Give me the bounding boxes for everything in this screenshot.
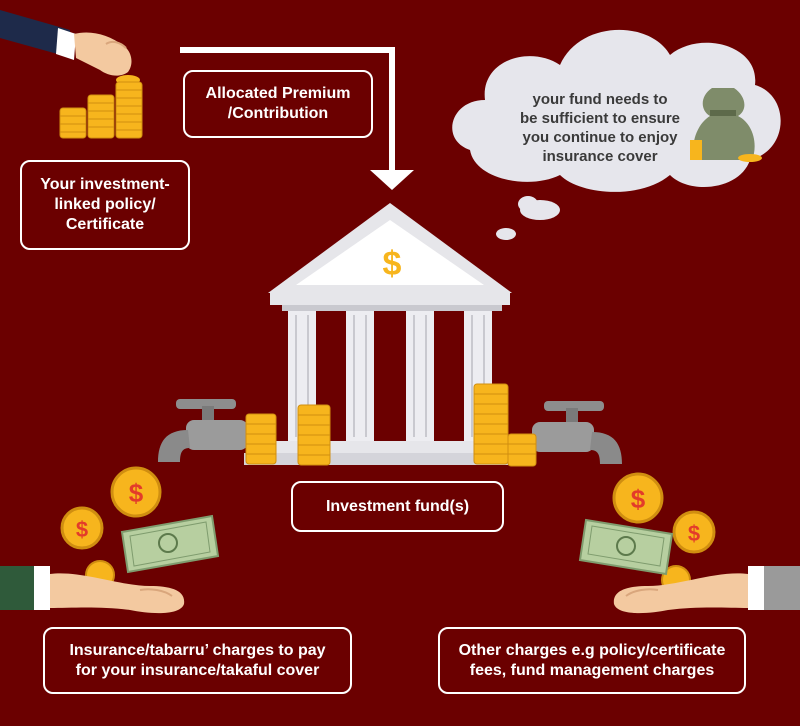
left-coin-symbol-2: $ [76, 517, 88, 542]
cloud-line1: your fund needs to [532, 91, 668, 108]
right-coin-symbol-2: $ [688, 521, 700, 546]
insurance-charges-line1: Insurance/tabarru’ charges to pay [69, 641, 326, 659]
left-tap-icon [158, 399, 248, 462]
investment-fund-box: Investment fund(s) [291, 481, 504, 532]
allocated-premium-line2: /Contribution [227, 105, 329, 122]
hand-dropping-coins-icon [0, 10, 140, 85]
bank-building-icon [244, 203, 536, 465]
insurance-charges-box: Insurance/tabarru’ charges to pay for yo… [43, 627, 352, 694]
investment-policy-line1: Your investment- [40, 176, 170, 193]
money-bag-icon [690, 88, 762, 162]
right-hand-receiving-icon [613, 566, 800, 614]
allocated-premium-line1: Allocated Premium [205, 85, 351, 102]
left-coin-symbol-1: $ [129, 478, 144, 508]
right-tap-icon [532, 401, 622, 464]
investment-policy-line3: Certificate [65, 216, 145, 233]
investment-policy-box: Your investment- linked policy/ Certific… [20, 160, 190, 250]
investment-policy-line2: linked policy/ [54, 196, 156, 213]
investment-fund-label: Investment fund(s) [325, 497, 470, 515]
cloud-line3: you continue to enjoy [522, 129, 678, 146]
insurance-charges-line2: for your insurance/takaful cover [75, 661, 320, 679]
allocated-premium-box: Allocated Premium /Contribution [183, 70, 373, 138]
cloud-line4: insurance cover [542, 148, 658, 165]
cloud-line2: be sufficient to ensure [519, 110, 681, 127]
bank-dollar-symbol: $ [383, 245, 402, 283]
other-charges-line2: fees, fund management charges [469, 661, 715, 679]
coin-stacks-left [59, 81, 143, 139]
right-coin-symbol-1: $ [631, 484, 646, 514]
left-hand-receiving-icon [0, 566, 185, 614]
flow-arrow [180, 47, 414, 190]
left-banknotes-icon [120, 514, 220, 574]
other-charges-line1: Other charges e.g policy/certificate [458, 641, 726, 659]
other-charges-box: Other charges e.g policy/certificate fee… [438, 627, 746, 694]
cloud-message: your fund needs to be sufficient to ensu… [500, 90, 700, 166]
right-banknotes-icon [578, 518, 674, 576]
